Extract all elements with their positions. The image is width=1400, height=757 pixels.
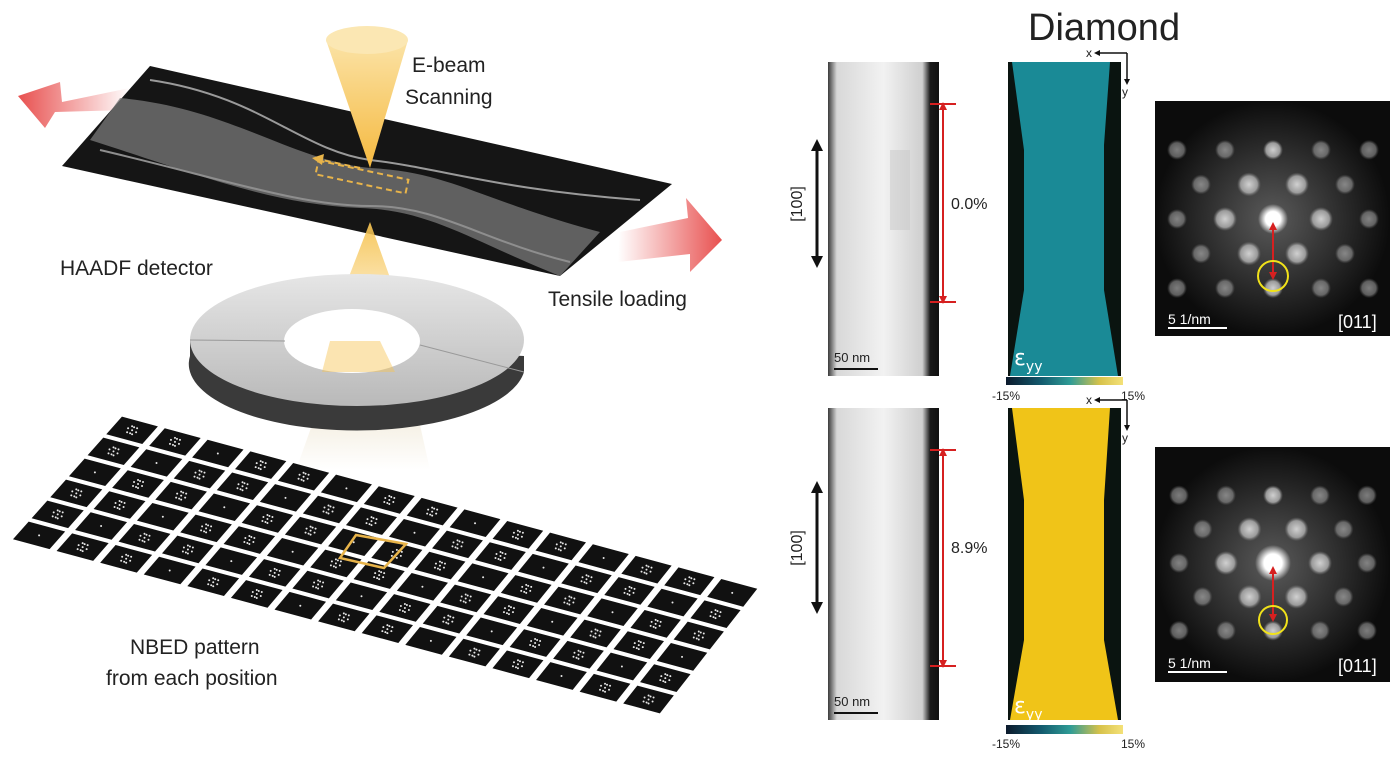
diffraction-spot <box>1284 517 1309 542</box>
diffraction-spot <box>1263 139 1283 160</box>
diffraction-spot <box>1359 278 1379 299</box>
selected-nbed-tile <box>337 533 409 570</box>
axis-x-label: x <box>1086 46 1092 60</box>
map-symbol: εyy <box>1014 346 1042 375</box>
ebeam-label-line2: Scanning <box>405 86 493 109</box>
diffraction-spot <box>1284 584 1309 609</box>
colorbar-max: 15% <box>1121 389 1145 403</box>
diffraction-spot <box>1335 174 1355 195</box>
diffraction-spot <box>1237 584 1262 609</box>
nbed-pattern-grid <box>12 416 758 714</box>
tensile-label: Tensile loading <box>548 288 687 311</box>
specimen-sheet <box>62 66 672 276</box>
diffraction-spot <box>1216 620 1236 641</box>
scale-bar-label: 50 nm <box>834 350 870 365</box>
diffraction-spot <box>1263 485 1283 506</box>
tensile-arrow-right <box>618 198 722 272</box>
colorbar-max: 15% <box>1121 737 1145 751</box>
diffraction-spot <box>1263 278 1283 299</box>
diffraction-spot <box>1215 139 1235 160</box>
diffraction-spot <box>1237 172 1261 197</box>
haadf-detector <box>188 274 525 431</box>
diffraction-spot <box>1311 278 1331 299</box>
selected-spot-ring <box>1258 605 1288 635</box>
zone-axis-label: [011] <box>1338 656 1377 676</box>
strain-map <box>1008 62 1121 376</box>
diffraction-spot <box>1308 551 1332 575</box>
zone-axis-label: [011] <box>1338 312 1377 332</box>
scale-bar-label: 50 nm <box>834 694 870 709</box>
axis-y-label: y <box>1122 431 1128 445</box>
colorbar <box>1006 377 1123 385</box>
diffraction-spot <box>1167 278 1187 299</box>
diffraction-spot <box>1192 586 1213 607</box>
nbed-label-line2: from each position <box>106 667 278 690</box>
diffraction-spot <box>1216 485 1236 506</box>
diffraction-spot <box>1285 241 1309 266</box>
haadf-label: HAADF detector <box>60 257 213 280</box>
diffraction-spot <box>1359 209 1379 229</box>
panel-unstrained: [100] 0.0% 50 nm εyy -15% 15% x y 5 1/nm… <box>789 46 1390 403</box>
direction-label: [100] <box>789 186 806 222</box>
diffraction-spot <box>1215 278 1235 299</box>
central-beam-spot <box>1255 545 1291 581</box>
strain-map <box>1008 408 1121 720</box>
diffraction-spot <box>1169 620 1189 641</box>
diffraction-spot <box>1237 517 1262 542</box>
diffraction-spot <box>1357 485 1377 506</box>
map-symbol: εyy <box>1014 694 1042 723</box>
diffraction-spot <box>1310 485 1330 506</box>
diffraction-scale-label: 5 1/nm <box>1168 655 1211 671</box>
haadf-stem-image <box>828 62 939 376</box>
central-beam-spot <box>1258 204 1288 234</box>
colorbar-min: -15% <box>992 737 1020 751</box>
diffraction-pattern: 5 1/nm [011] <box>1155 101 1390 336</box>
diffraction-spot <box>1237 241 1261 266</box>
diffraction-spot <box>1285 172 1309 197</box>
axis-x-label: x <box>1086 393 1092 407</box>
diffraction-scale-label: 5 1/nm <box>1168 311 1211 327</box>
direction-label: [100] <box>789 530 806 566</box>
diffraction-spot <box>1169 485 1189 506</box>
strain-value: 8.9% <box>951 540 987 557</box>
diffraction-spot <box>1167 209 1187 229</box>
diffraction-spot <box>1333 586 1354 607</box>
diffraction-spot <box>1311 139 1331 160</box>
colorbar <box>1006 725 1123 734</box>
diffraction-spot <box>1167 139 1187 160</box>
figure-title: Diamond <box>1028 7 1180 49</box>
strain-value: 0.0% <box>951 196 987 213</box>
colorbar-min: -15% <box>992 389 1020 403</box>
diffraction-spot <box>1310 620 1330 641</box>
diffraction-spot <box>1335 243 1355 264</box>
nbed-label-line1: NBED pattern <box>130 636 260 659</box>
diffraction-spot <box>1309 207 1333 231</box>
diffraction-pattern: 5 1/nm [011] <box>1155 447 1390 682</box>
panel-strained: [100] 8.9% 50 nm εyy -15% 15% x y 5 1/nm… <box>789 393 1390 751</box>
diffraction-spot <box>1214 551 1238 575</box>
axis-y-label: y <box>1122 85 1128 99</box>
tensile-arrow-left <box>18 82 130 128</box>
diffraction-spot <box>1191 243 1211 264</box>
diffraction-spot <box>1192 519 1213 540</box>
selected-spot-ring <box>1257 260 1289 292</box>
diffraction-spot <box>1359 139 1379 160</box>
haadf-stem-image <box>828 408 939 720</box>
diffraction-spot <box>1169 553 1189 573</box>
diffraction-spot <box>1357 620 1377 641</box>
diffraction-spot <box>1333 519 1354 540</box>
diffraction-spot <box>1263 620 1283 641</box>
ebeam-label-line1: E-beam <box>412 54 486 77</box>
diffraction-spot <box>1213 207 1237 231</box>
diffraction-spot <box>1191 174 1211 195</box>
diffraction-spot <box>1357 553 1377 573</box>
